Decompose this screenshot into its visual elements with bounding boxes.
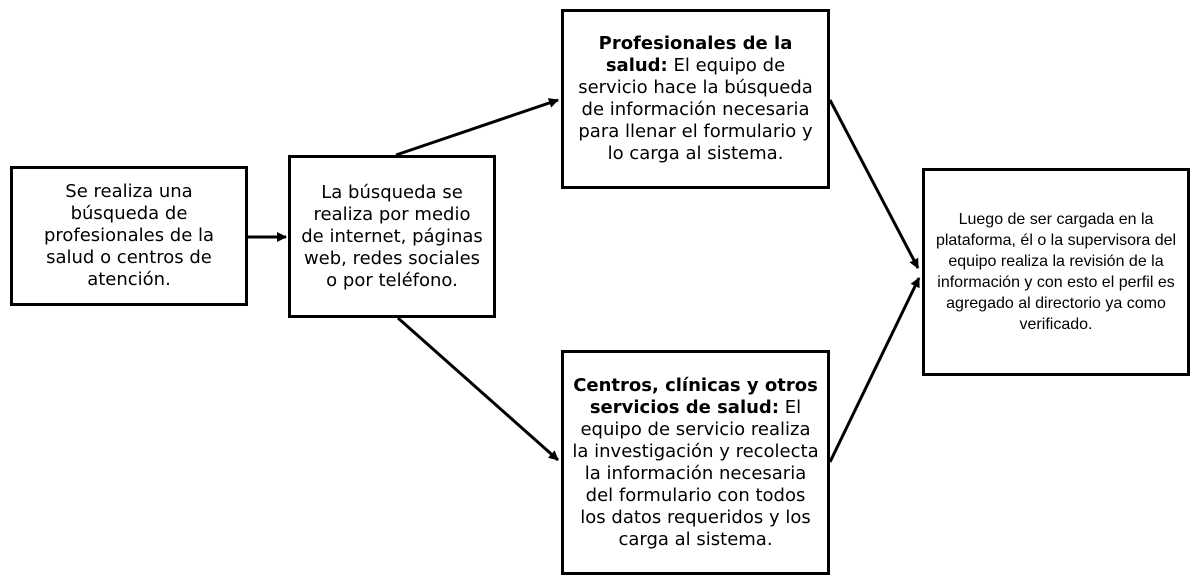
step-verification-box: Luego de ser cargada en la plataforma, é…	[922, 168, 1190, 376]
step-professionals-content: Profesionales de la salud: El equipo de …	[564, 33, 827, 165]
step-centers-title: Centros, clínicas y otros servicios de s…	[573, 374, 818, 418]
arrow-centers-to-final	[828, 277, 921, 463]
step-centers-content: Centros, clínicas y otros servicios de s…	[564, 375, 827, 551]
step-search-channels-box: La búsqueda se realiza por medio de inte…	[288, 155, 496, 318]
step-verification-text: Luego de ser cargada en la plataforma, é…	[935, 211, 1177, 333]
step-centers-box: Centros, clínicas y otros servicios de s…	[561, 350, 830, 575]
step-search-start-text: Se realiza una búsqueda de profesionales…	[43, 181, 215, 290]
step-professionals-title: Profesionales de la salud:	[598, 33, 793, 76]
step-professionals-box: Profesionales de la salud: El equipo de …	[561, 9, 830, 189]
arrow-professionals-to-final	[828, 99, 920, 269]
step-professionals-text: El equipo de servicio hace la búsqueda d…	[578, 55, 813, 164]
step-search-start-box: Se realiza una búsqueda de profesionales…	[10, 166, 248, 306]
arrow-search-to-professionals	[395, 98, 559, 157]
step-search-channels-text: La búsqueda se realiza por medio de inte…	[301, 181, 483, 291]
arrow-search-to-centers	[397, 316, 559, 462]
step-centers-text: El equipo de servicio realiza la investi…	[572, 396, 819, 550]
